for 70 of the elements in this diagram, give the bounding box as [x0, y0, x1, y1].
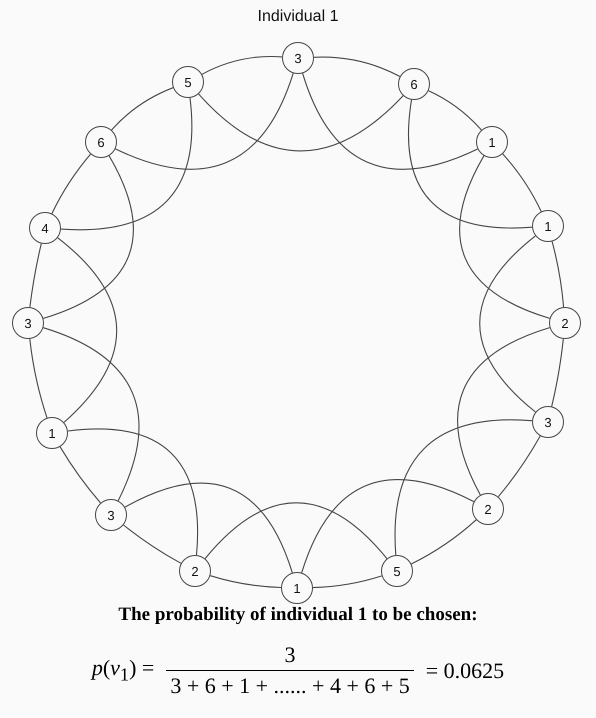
value-circle: [36, 417, 68, 449]
connector-line: [457, 327, 550, 496]
connector-line: [301, 479, 474, 573]
node-value: 1: [293, 582, 301, 594]
connector-line: [552, 241, 564, 308]
connector-line: [498, 436, 541, 498]
connector-line: [210, 575, 282, 588]
value-circle: [281, 572, 313, 604]
connector-line: [408, 100, 532, 229]
connector-line: [502, 154, 542, 212]
formula-heading: The probability of individual 1 to be chosen:: [117, 604, 479, 626]
connector-line: [29, 338, 48, 418]
value-circle: [381, 555, 413, 587]
connector-line: [302, 73, 478, 170]
formula-lhs: p(v$_{1}$) =: [90, 654, 156, 687]
connector-line: [57, 237, 118, 423]
node-value: 5: [184, 76, 192, 88]
connector-line: [43, 327, 140, 501]
value-circle: [549, 307, 581, 339]
connector-line: [551, 338, 564, 407]
node-value: 2: [191, 564, 199, 578]
connector-line: [60, 98, 192, 230]
node-value: 3: [24, 316, 32, 330]
node-value: 4: [41, 222, 49, 234]
connector-line: [29, 243, 42, 308]
connector-line: [123, 524, 182, 564]
value-circle: [532, 210, 564, 242]
connector-line: [202, 56, 282, 75]
diagram-title: Individual 1: [256, 8, 340, 26]
node-value: 3: [294, 52, 302, 64]
connector-line: [198, 94, 404, 152]
value-circle: [282, 42, 314, 74]
value-circle: [532, 406, 564, 438]
value-circle: [85, 126, 117, 158]
connector-line: [479, 235, 536, 412]
connector-line: [111, 87, 174, 130]
value-circle: [12, 307, 44, 339]
node-value: 3: [544, 416, 552, 428]
connector-line: [314, 56, 400, 77]
value-circle: [29, 212, 61, 244]
connector-line: [312, 575, 382, 588]
value-circle: [398, 68, 430, 100]
node-value: 1: [544, 220, 552, 232]
connector-line: [411, 519, 477, 564]
connector-line: [115, 73, 294, 170]
node-value: 1: [48, 426, 56, 440]
value-circle: [172, 66, 204, 98]
value-circle: [179, 555, 211, 587]
connector-line: [124, 482, 293, 573]
node-value: 5: [393, 564, 401, 578]
node-value: 2: [484, 502, 492, 516]
node-value: 6: [410, 78, 418, 90]
denominator: 3 + 6 + 1 + ...... + 4 + 6 + 5: [169, 672, 411, 700]
node-value: 1: [488, 136, 496, 148]
formula-result: = 0.0625: [424, 656, 506, 685]
connector-line: [428, 90, 482, 130]
connector-line: [204, 502, 388, 559]
value-circle: [95, 499, 127, 531]
connector-line: [51, 154, 92, 214]
connector-line: [394, 419, 532, 556]
connector-line: [60, 446, 101, 504]
connector-line: [43, 156, 134, 319]
numerator: 3: [284, 641, 297, 669]
node-value: 6: [97, 136, 105, 148]
value-circle: [476, 126, 508, 158]
node-value: 3: [107, 508, 115, 522]
connector-line: [68, 428, 198, 556]
connector-line: [459, 156, 550, 319]
value-circle: [472, 493, 504, 525]
node-value: 2: [561, 316, 569, 330]
